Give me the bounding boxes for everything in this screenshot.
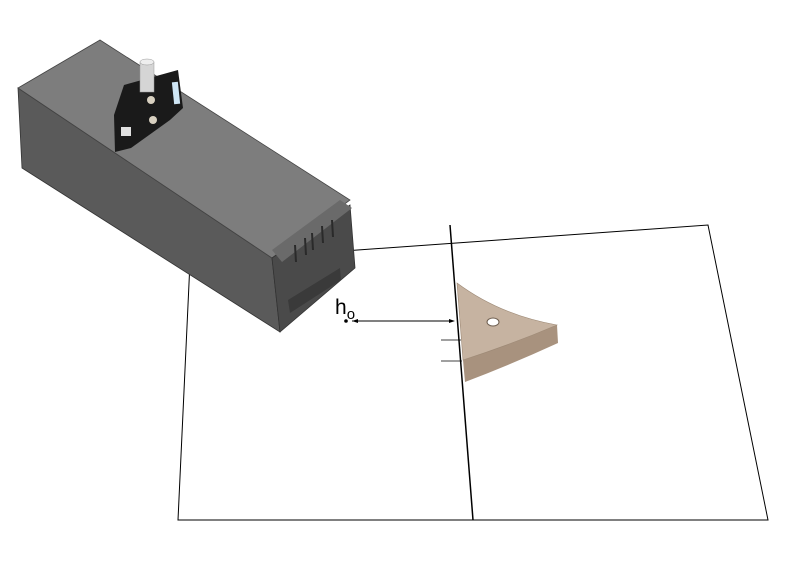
wedge-top bbox=[456, 282, 559, 361]
wedge-target bbox=[456, 282, 559, 382]
center-line bbox=[449, 224, 474, 521]
board-label bbox=[171, 81, 181, 105]
sensor-box bbox=[17, 39, 356, 333]
screw-icon bbox=[149, 116, 157, 124]
wedge-side bbox=[463, 325, 558, 382]
arrowhead-left bbox=[352, 319, 358, 323]
label-h: ho bbox=[335, 296, 355, 323]
box-top-face bbox=[17, 39, 351, 259]
box-end-rim bbox=[272, 200, 352, 262]
usb-connector bbox=[121, 127, 131, 136]
origin-point bbox=[344, 319, 348, 323]
sensor-cylinder-top bbox=[139, 58, 155, 66]
sensor-board bbox=[114, 70, 183, 152]
box-end-slot bbox=[288, 268, 341, 313]
sensor-cylinder bbox=[139, 61, 155, 93]
wedge-hole bbox=[486, 317, 500, 327]
screw-icon bbox=[147, 96, 155, 104]
arrowhead-right bbox=[449, 319, 455, 323]
box-vents bbox=[294, 219, 334, 263]
